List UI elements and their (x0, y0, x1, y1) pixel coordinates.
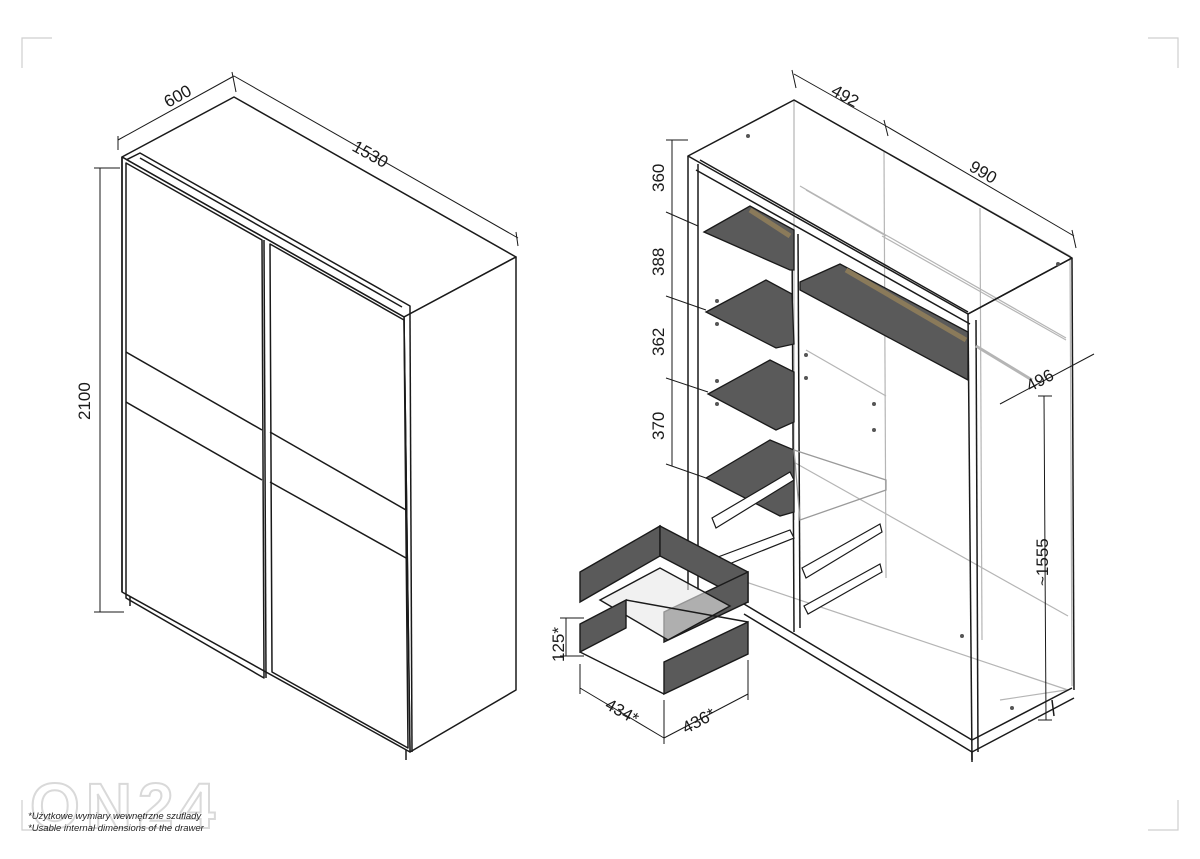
shelf-pins (715, 134, 1060, 710)
watermark: ON24 (30, 770, 221, 842)
dimension-interior-depth: 492 (828, 81, 862, 111)
side-face (403, 256, 517, 753)
drawer-runners (709, 471, 883, 615)
dimension-hanging-height: ~1555 (1033, 538, 1052, 586)
shelf-2 (704, 279, 795, 349)
dimension-shelf-gap-1: 360 (649, 164, 668, 192)
crop-marks (21, 37, 1179, 831)
closed-view-dimension-lines (94, 71, 519, 613)
dimension-shelf-gap-4: 370 (649, 412, 668, 440)
door-left (125, 162, 265, 679)
dimension-drawer-width: 434* (602, 695, 642, 729)
carcass-top (687, 99, 1073, 315)
footnote-english: *Usable internal dimensions of the drawe… (28, 823, 204, 834)
open-view-dimension-lines (560, 69, 1095, 744)
shelf-4-right (793, 449, 887, 521)
dimension-shelf-gap-2: 388 (649, 248, 668, 276)
hanging-rail (748, 207, 1033, 382)
shelf-3 (706, 359, 795, 431)
shelf-4 (704, 439, 795, 517)
footnote-polish: *Użytkowe wymiary wewnętrzne szuflady (28, 811, 202, 822)
wardrobe-open-view: 492 990 360 388 362 370 496 ~1555 125* 4… (549, 69, 1095, 762)
dimension-height: 2100 (75, 382, 94, 420)
drawer-upper (579, 524, 749, 644)
dimension-drawer-height: 125* (549, 627, 568, 662)
shelf-1 (702, 205, 795, 271)
door-right (269, 243, 409, 749)
top-shelf-right (799, 263, 969, 382)
dimension-shelf-gap-3: 362 (649, 328, 668, 356)
wardrobe-closed-view (121, 96, 517, 760)
dimension-depth: 600 (161, 81, 195, 111)
dimension-rail-depth: 496 (1023, 365, 1057, 395)
drawer-lower (579, 598, 749, 696)
dimension-interior-width: 990 (966, 157, 1000, 188)
dimension-drawer-depth: 436* (679, 704, 719, 737)
carcass-front-right (967, 313, 973, 761)
